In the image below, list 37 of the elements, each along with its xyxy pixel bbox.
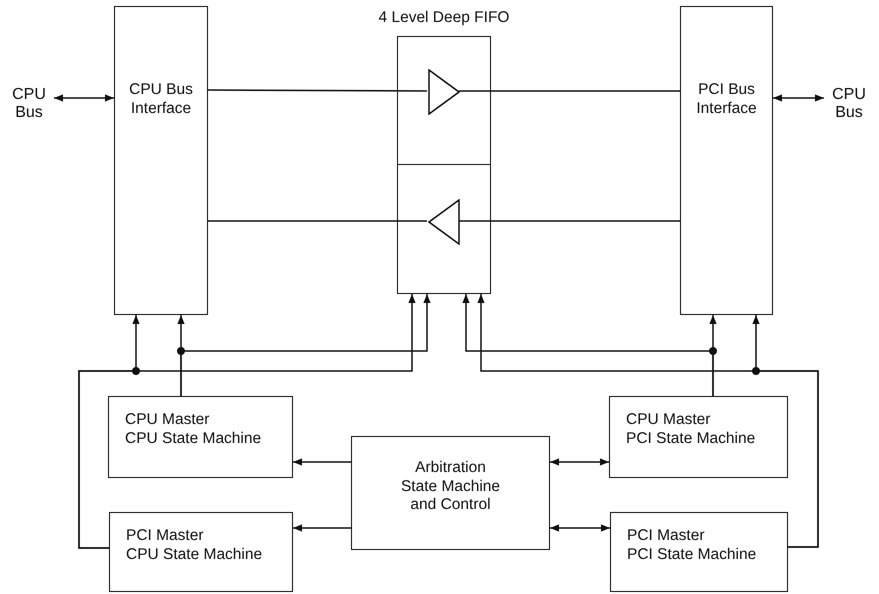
interface-block [114, 6, 208, 315]
arrow [180, 294, 431, 396]
state-machine-box [109, 512, 293, 592]
arrow [550, 524, 610, 532]
box-label: PCI Bus Interface [695, 81, 758, 118]
box-label: PCI State Machine [626, 546, 758, 564]
arrow [462, 294, 714, 396]
bus-label: CPU Bus [831, 85, 867, 123]
box-label: CPU State Machine [124, 430, 262, 448]
buffer-triangle [428, 69, 460, 115]
arrow [78, 294, 416, 549]
box-label: PCI Master [125, 527, 205, 546]
arrow [477, 294, 819, 548]
box-label: PCI Master [626, 527, 706, 546]
box-label: CPU Bus Interface [128, 81, 194, 118]
connector-line [459, 90, 680, 92]
arrow [293, 524, 351, 532]
arbitration-box [351, 436, 550, 550]
arrow [293, 458, 351, 466]
box-label: CPU Master [124, 411, 210, 430]
box-label: CPU Master [625, 411, 712, 430]
box-label: PCI State Machine [625, 430, 756, 448]
connector-line [459, 220, 680, 222]
interface-block [680, 6, 773, 315]
state-machine-box [108, 396, 293, 478]
fifo-heading: 4 Level Deep FIFO [378, 9, 510, 27]
connector-line [208, 89, 427, 92]
buffer-triangle [428, 199, 460, 245]
arrow [550, 458, 609, 466]
state-machine-box [610, 512, 788, 592]
box-label: Arbitration State Machine and Control [400, 459, 502, 515]
arrow [54, 94, 114, 102]
connector-line [208, 220, 427, 222]
box-label: CPU State Machine [125, 546, 264, 564]
arrow [773, 94, 824, 102]
state-machine-box [609, 396, 788, 478]
bus-label: CPU Bus [11, 85, 47, 123]
